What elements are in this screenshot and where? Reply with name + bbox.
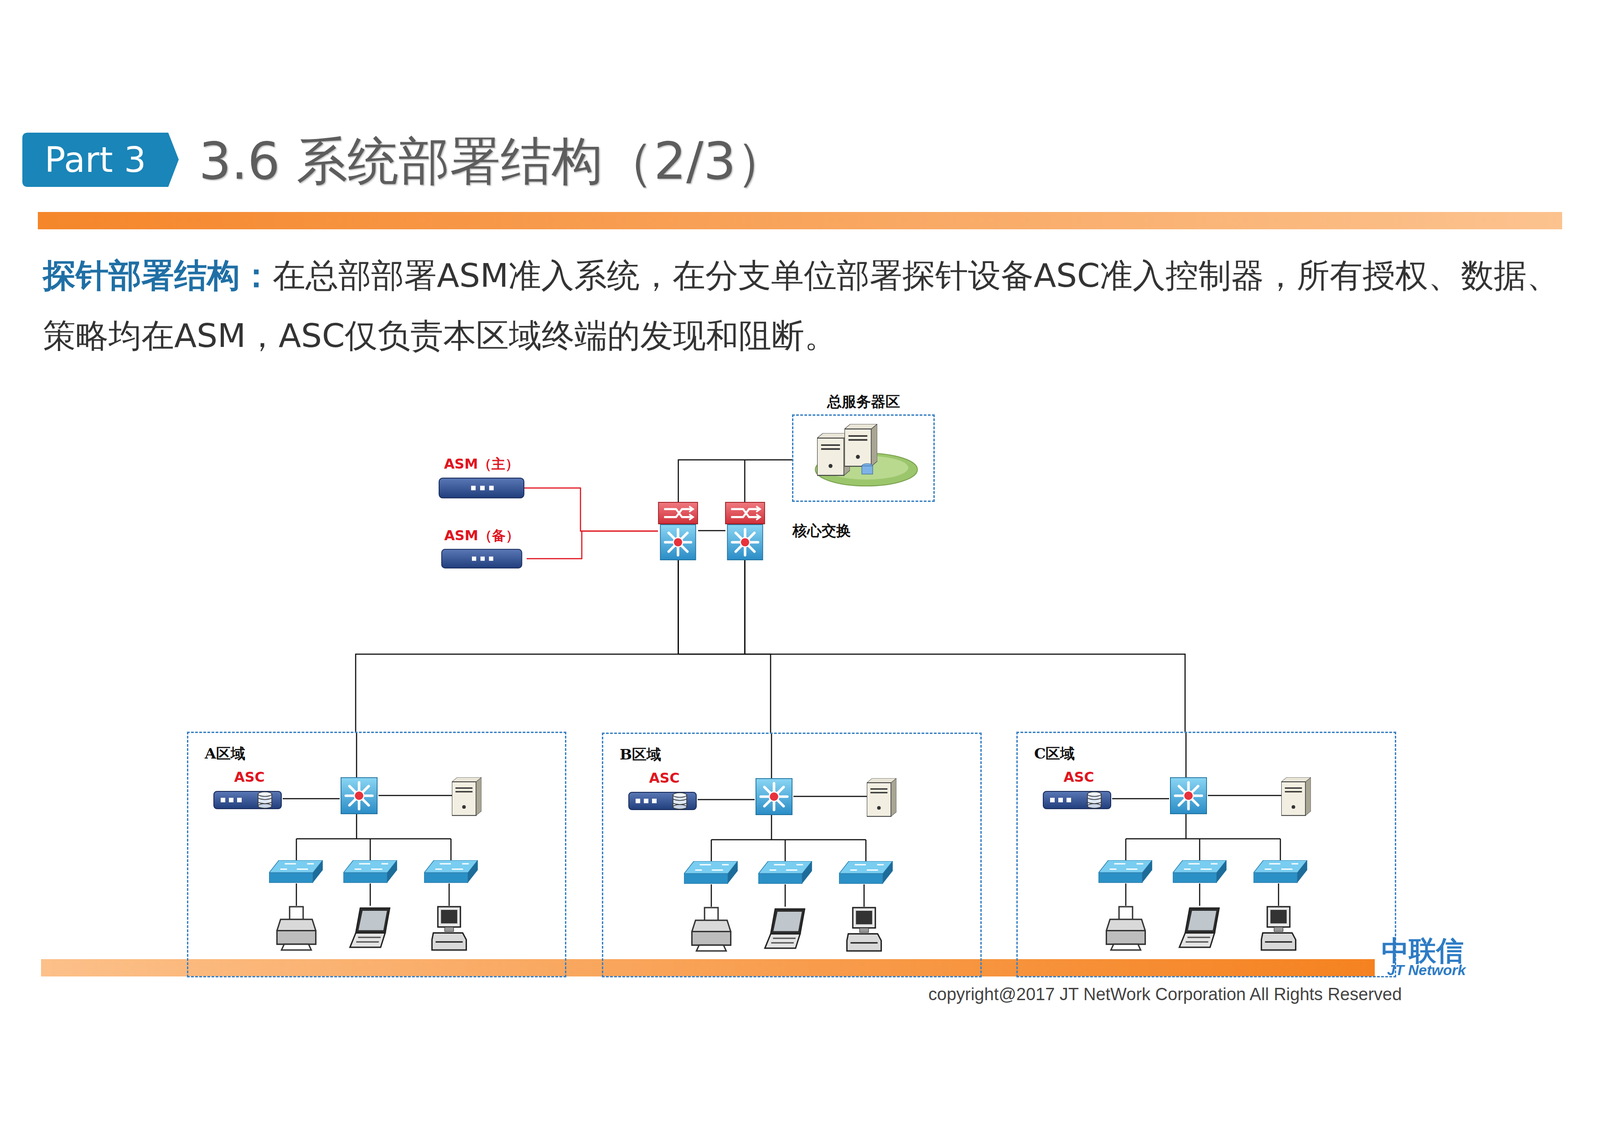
asc-device: ASC xyxy=(1044,788,1114,810)
connector xyxy=(524,488,658,532)
connector xyxy=(678,460,793,503)
node-label: 核心交换 xyxy=(792,521,851,542)
slide-title: 3.6 系统部署结构（2/3） xyxy=(198,130,788,192)
connector xyxy=(355,560,745,732)
node-label: C区域 xyxy=(1034,744,1075,765)
connector xyxy=(526,531,658,560)
connector xyxy=(678,560,1186,732)
connector xyxy=(678,560,771,733)
node-label: ASM（主） xyxy=(444,455,520,474)
node-label: ASC xyxy=(649,770,680,787)
part-tab: Part 3 xyxy=(22,132,169,187)
node-label: ASM（备） xyxy=(444,526,520,546)
core-switch: 核心交换 xyxy=(657,502,766,561)
node-label: ASC xyxy=(234,769,265,786)
paragraph: 探针部署结构：在总部部署ASM准入系统，在分支单位部署探针设备ASC准入控制器，… xyxy=(42,245,1566,366)
node-label: B区域 xyxy=(619,745,662,766)
node-label: A区域 xyxy=(204,744,246,765)
region-box: B区域 ASC xyxy=(601,732,982,978)
region-box: C区域 ASC xyxy=(1016,731,1397,978)
copyright: copyright@2017 JT NetWork Corporation Al… xyxy=(928,984,1402,1005)
server-zone: 总服务器区 xyxy=(792,414,935,503)
logo-subtext: JT Network xyxy=(1387,962,1466,979)
paragraph-lead: 探针部署结构： xyxy=(42,256,273,295)
region-box: A区域 ASC xyxy=(186,731,567,978)
node-label: ASC xyxy=(1063,769,1095,786)
node-label: 总服务器区 xyxy=(827,392,901,413)
asm-device: ASM（备） xyxy=(436,548,527,569)
asc-device: ASC xyxy=(629,789,700,811)
asc-device: ASC xyxy=(214,788,285,810)
asm-device: ASM（主） xyxy=(438,477,525,499)
